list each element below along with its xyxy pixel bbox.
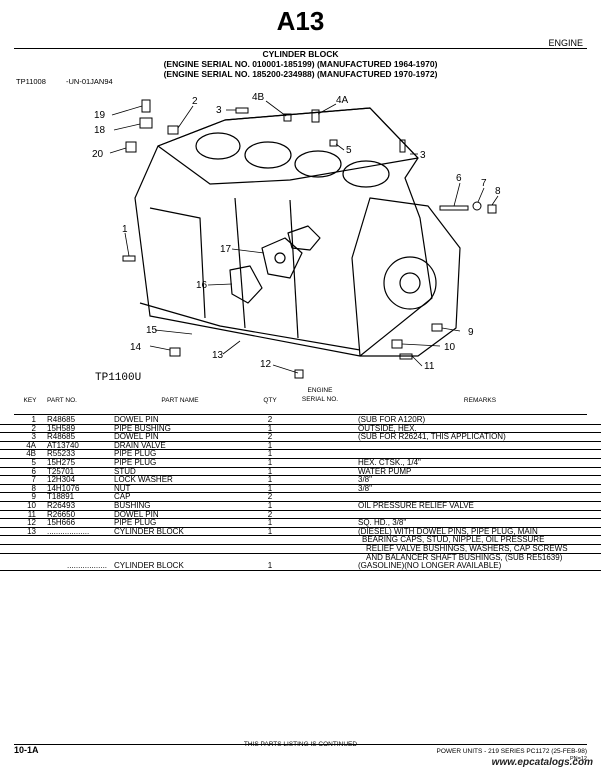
front-housing	[351, 197, 461, 357]
callout-4a: 4A	[336, 95, 349, 106]
callout-17: 17	[220, 244, 232, 255]
cylinder-block-deck	[157, 107, 419, 185]
series-info: POWER UNITS - 219 SERIES PC1172 (25-FEB-…	[436, 748, 587, 755]
callout-4b: 4B	[252, 92, 265, 103]
cylinder-bore-3	[294, 150, 342, 178]
pn-code: PN=12	[570, 756, 587, 762]
col-qty: QTY	[263, 397, 277, 404]
dowel-pin-3b	[399, 139, 406, 153]
pipe-plug-4b	[283, 113, 292, 122]
figure-code: TP11008	[16, 77, 46, 86]
callout-3a: 3	[216, 105, 222, 116]
cylinder-bore-2	[244, 141, 292, 169]
col-remarks: REMARKS	[463, 397, 497, 404]
callout-10: 10	[444, 342, 456, 353]
figure-caption: TP1100U	[95, 372, 142, 384]
heading-title: CYLINDER BLOCK	[262, 49, 339, 59]
col-key: KEY	[23, 397, 37, 404]
pipe-bushing	[167, 125, 179, 135]
section-label: ENGINE	[548, 38, 583, 48]
stud-6	[439, 205, 469, 211]
heading-serial-1: (ENGINE SERIAL NO. 010001-185199) (MANUF…	[163, 59, 438, 69]
col-part-no: PART NO.	[47, 397, 77, 404]
figure-date: -UN-01JAN94	[66, 77, 113, 86]
drain-valve	[311, 109, 320, 123]
bushing-10	[391, 339, 403, 349]
side-cover	[229, 265, 263, 304]
front-housing-bore	[383, 256, 437, 310]
callout-18: 18	[94, 125, 106, 136]
breather-cover	[287, 225, 321, 251]
callout-9: 9	[468, 327, 474, 338]
dowel-pin-1	[122, 255, 136, 262]
callout-19: 19	[94, 110, 106, 121]
callout-16: 16	[196, 280, 208, 291]
col-part-name: PART NAME	[161, 397, 199, 404]
callout-5: 5	[346, 145, 352, 156]
table-row: BEARING CAPS, STUD, NIPPLE, OIL PRESSURE	[0, 536, 601, 545]
cylinder-bore-4	[342, 160, 390, 188]
col-serial-line1: ENGINE	[307, 387, 333, 394]
callout-13: 13	[212, 350, 224, 361]
callout-7: 7	[481, 178, 487, 189]
nut-8	[487, 204, 497, 214]
top-divider	[14, 48, 587, 49]
page-number: 10-1A	[14, 745, 39, 755]
heading-serial-2: (ENGINE SERIAL NO. 185200-234988) (MANUF…	[163, 69, 438, 79]
callout-2: 2	[192, 96, 198, 107]
fitting-19	[141, 99, 151, 113]
pipe-plug-5	[329, 139, 338, 147]
fitting-20	[125, 141, 137, 153]
table-row: AND BALANCER SHAFT BUSHINGS, (SUB RE5163…	[366, 552, 563, 562]
callout-12: 12	[260, 359, 272, 370]
cylinder-bore-1	[195, 132, 241, 160]
callout-3b: 3	[420, 150, 426, 161]
col-serial-line2: SERIAL NO.	[301, 396, 339, 403]
fuel-pump-pad	[261, 237, 303, 279]
footer-divider	[14, 744, 587, 745]
cap-9	[431, 323, 443, 332]
dowel-pin-3a	[235, 107, 249, 114]
callout-1: 1	[122, 224, 128, 235]
callout-11: 11	[424, 361, 435, 372]
callout-15: 15	[146, 325, 158, 336]
table-row: RELIEF VALVE BUSHINGS, WASHERS, CAP SCRE…	[0, 544, 601, 554]
pipe-plug-14	[169, 347, 181, 357]
front-housing-hub	[399, 272, 421, 294]
table-header-divider	[14, 414, 587, 415]
callout-6: 6	[456, 173, 462, 184]
page-title: A13	[276, 6, 325, 36]
lock-washer-7	[472, 201, 482, 211]
pipe-plug-12	[294, 369, 304, 379]
parts-diagram: 1 2 3 3 4B 4A 5 6 7 8 9 10 11 12 13 14 1…	[92, 92, 501, 379]
callout-14: 14	[130, 342, 142, 353]
callout-8: 8	[495, 186, 501, 197]
watermark-link[interactable]: www.epcatalogs.com	[491, 757, 593, 768]
plug-18	[139, 117, 153, 129]
callout-20: 20	[92, 149, 104, 160]
